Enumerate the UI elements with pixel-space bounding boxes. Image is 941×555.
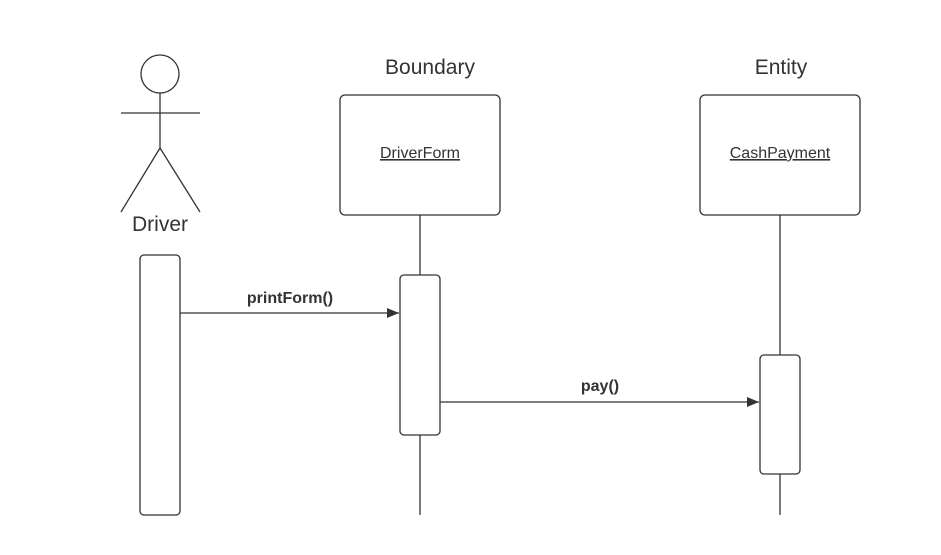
cashpayment-activation-bar bbox=[759, 354, 801, 475]
driver-activation-bar bbox=[139, 254, 181, 516]
driverform-object-name: DriverForm bbox=[380, 145, 460, 162]
driverform-activation-bar bbox=[399, 274, 441, 436]
actor-label: Driver bbox=[132, 213, 188, 236]
actor-head bbox=[140, 54, 180, 94]
actor-left-leg bbox=[120, 147, 161, 213]
boundary-stereotype-label: Boundary bbox=[385, 56, 475, 79]
cashpayment-object-name: CashPayment bbox=[730, 145, 831, 162]
actor-right-leg bbox=[159, 147, 201, 213]
driver-actor-figure bbox=[120, 54, 201, 213]
pay-message-label: pay() bbox=[581, 378, 619, 395]
entity-stereotype-label: Entity bbox=[755, 56, 808, 79]
printform-message-label: printForm() bbox=[247, 290, 333, 307]
